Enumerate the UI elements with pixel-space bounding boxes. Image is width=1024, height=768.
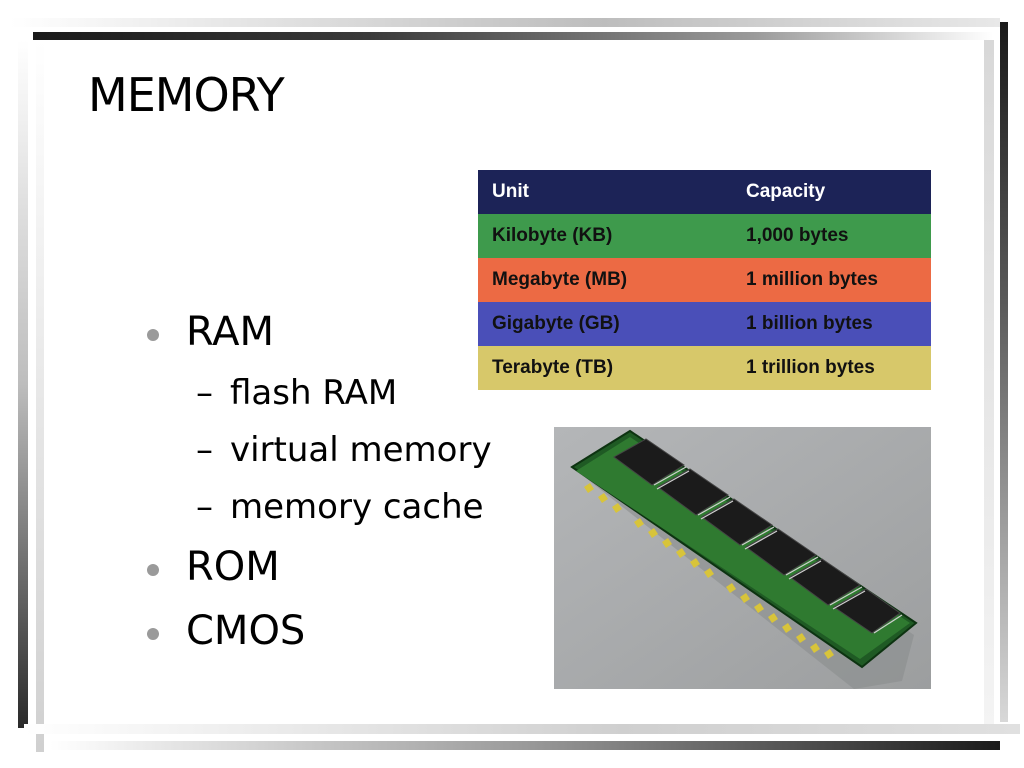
table-header-unit: Unit [478,170,732,214]
dash-icon: – [196,487,213,527]
storage-unit-table: Unit Capacity Kilobyte (KB) 1,000 bytes … [478,170,931,390]
frame-bar-right [984,40,994,730]
bullet-label: RAM [186,309,275,355]
table-row: Gigabyte (GB) 1 billion bytes [478,302,931,346]
table-cell-capacity: 1,000 bytes [746,225,849,246]
dash-icon: – [196,373,213,413]
table-cell-unit: Gigabyte (GB) [492,313,620,334]
bullet-list: RAM –flash RAM –virtual memory –memory c… [145,308,492,655]
ram-module-image [554,427,931,689]
sub-bullet-label: memory cache [230,487,484,527]
sub-bullet-item: –flash RAM [145,373,492,413]
bullet-label: ROM [186,544,280,590]
table-row: Megabyte (MB) 1 million bytes [478,258,931,302]
bullet-dot-icon [147,329,159,341]
table-cell-capacity: 1 trillion bytes [746,357,875,378]
bullet-item-cmos: CMOS [145,607,492,655]
sub-bullet-label: virtual memory [230,430,492,470]
bullet-item-rom: ROM [145,543,492,591]
frame-bar-left-light [36,40,44,752]
sub-bullet-list: –flash RAM –virtual memory –memory cache [145,373,492,527]
table-row: Terabyte (TB) 1 trillion bytes [478,346,931,390]
table-cell-capacity: 1 million bytes [746,269,878,290]
ram-module-icon [554,427,931,689]
sub-bullet-label: flash RAM [230,373,398,413]
frame-bar-bottom [24,724,1020,734]
bullet-item-ram: RAM [145,308,492,356]
frame-bar-right-dark [1000,22,1008,722]
sub-bullet-item: –virtual memory [145,430,492,470]
sub-bullet-item: –memory cache [145,487,492,527]
table-cell-unit: Terabyte (TB) [492,357,614,378]
bullet-dot-icon [147,628,159,640]
sub-bullet-group: –flash RAM –virtual memory –memory cache [145,373,492,527]
table-row: Kilobyte (KB) 1,000 bytes [478,214,931,258]
frame-bar-top [10,18,1000,27]
table-header-capacity: Capacity [732,170,931,214]
table-cell-unit: Megabyte (MB) [492,269,628,290]
table-header-row: Unit Capacity [478,170,931,214]
dash-icon: – [196,430,213,470]
table-cell-unit: Kilobyte (KB) [492,225,613,246]
frame-bar-bottom-dark [50,741,1000,750]
frame-bar-left [18,40,28,728]
spacer [145,527,492,539]
table-cell-capacity: 1 billion bytes [746,313,873,334]
bullet-dot-icon [147,564,159,576]
bullet-label: CMOS [186,608,306,654]
frame-bar-top-dark [33,32,993,40]
slide-title: MEMORY [88,68,285,122]
